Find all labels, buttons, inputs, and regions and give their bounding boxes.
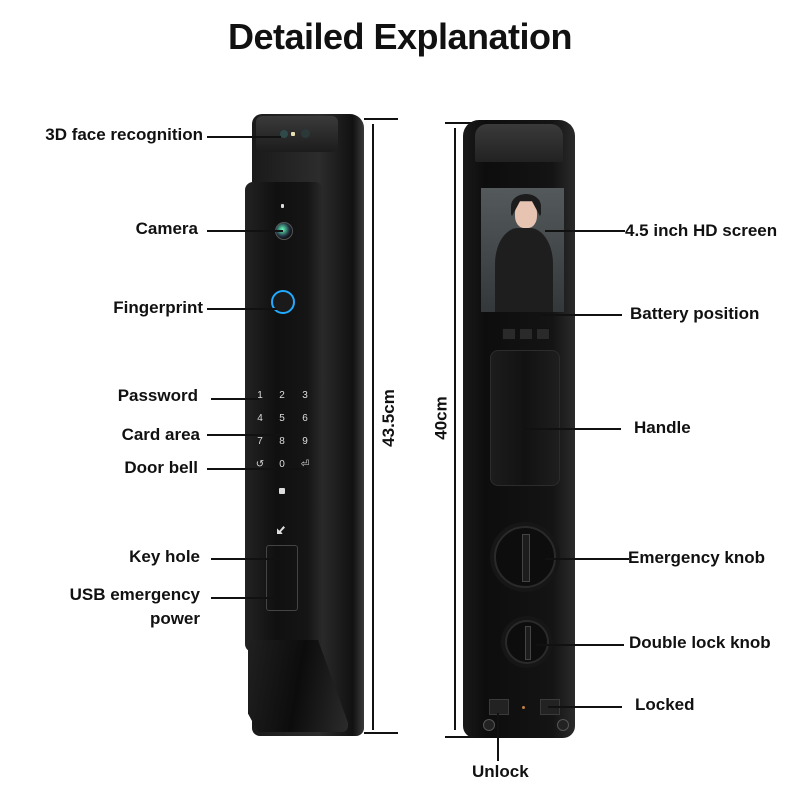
indicator-led-icon (522, 706, 525, 709)
label-emergency-knob: Emergency knob (628, 548, 765, 567)
label-usb-power: power (149, 609, 200, 628)
ir-sensor-icon (280, 130, 288, 138)
lock-icon (279, 488, 285, 494)
label-face-recognition: 3D face recognition (45, 125, 203, 144)
keypad-key[interactable]: 2 (279, 390, 285, 401)
fingerprint-sensor-icon (271, 290, 295, 314)
keyhole-cover[interactable] (266, 545, 298, 611)
label-battery-position: Battery position (630, 304, 760, 323)
label-camera: Camera (135, 219, 198, 238)
label-fingerprint: Fingerprint (113, 298, 203, 317)
leader-line (211, 558, 283, 560)
battery-cover-buttons[interactable] (502, 328, 550, 340)
leader-line (211, 597, 283, 599)
dimension-line-40 (454, 128, 456, 730)
keypad-key[interactable]: 0 (279, 459, 285, 470)
leader-line (545, 558, 629, 560)
dimension-tick (364, 118, 398, 120)
leader-line (207, 434, 287, 436)
label-locked: Locked (635, 695, 695, 714)
keypad-key[interactable]: 7 (257, 436, 263, 447)
leader-line (211, 398, 259, 400)
label-hd-screen: 4.5 inch HD screen (625, 221, 778, 240)
ir-led-icon (291, 132, 295, 136)
keypad-key[interactable]: 1 (257, 390, 263, 401)
keypad-key[interactable]: 6 (302, 413, 308, 424)
door-handle[interactable] (490, 350, 560, 486)
keypad-key[interactable]: 3 (302, 390, 308, 401)
leader-line (536, 644, 624, 646)
leader-line (497, 713, 499, 761)
label-key-hole: Key hole (129, 547, 200, 566)
leader-line (207, 468, 307, 470)
depth-sensor-icon (301, 129, 310, 138)
keypad-key[interactable]: 8 (279, 436, 285, 447)
dimension-line-43-5 (372, 124, 374, 730)
screw-icon (557, 719, 569, 731)
leader-line (207, 136, 281, 138)
leader-line (548, 706, 622, 708)
dimension-label-43-5: 43.5cm (378, 389, 398, 447)
dimension-tick (445, 122, 477, 124)
hd-screen (481, 188, 564, 312)
page-title: Detailed Explanation (227, 16, 573, 57)
front-lock-panel: 1 2 3 4 5 6 7 8 9 ↺ 0 ⏎ (245, 182, 323, 652)
label-card-area: Card area (121, 425, 200, 444)
dimension-tick (364, 732, 398, 734)
screen-person-torso (495, 228, 553, 312)
label-unlock: Unlock (472, 762, 529, 781)
leader-line (207, 308, 277, 310)
label-door-bell: Door bell (124, 458, 198, 477)
status-light-icon (281, 204, 284, 208)
back-lock-top-cap (475, 124, 563, 162)
keypad-key[interactable]: ↺ (255, 459, 265, 470)
key-arrow-icon (277, 526, 285, 534)
leader-line (545, 230, 625, 232)
double-lock-knob[interactable] (505, 620, 549, 664)
screen-person-head (515, 198, 537, 228)
leader-line (540, 314, 622, 316)
keypad-key[interactable]: 9 (302, 436, 308, 447)
label-password: Password (117, 386, 198, 405)
leader-line (525, 428, 621, 430)
label-handle: Handle (634, 418, 691, 437)
unlock-switch[interactable] (489, 699, 509, 715)
keypad-key[interactable]: ⏎ (300, 459, 310, 470)
dimension-tick (445, 736, 477, 738)
keypad-key[interactable]: 5 (279, 413, 285, 424)
label-double-lock-knob: Double lock knob (629, 633, 771, 652)
keypad-key[interactable]: 4 (257, 413, 263, 424)
label-usb-emergency: USB emergency (69, 585, 200, 604)
dimension-label-40: 40cm (431, 396, 451, 440)
leader-line (207, 230, 283, 232)
emergency-knob[interactable] (494, 526, 556, 588)
face-recognition-module (256, 116, 338, 152)
screw-icon (483, 719, 495, 731)
